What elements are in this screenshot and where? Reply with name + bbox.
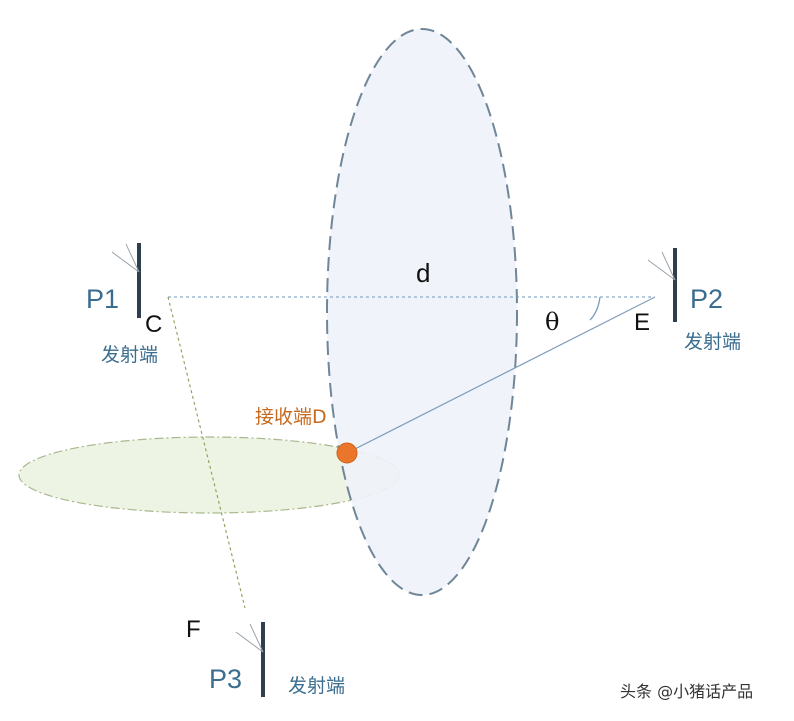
antenna-ray-p2-a: [647, 259, 676, 281]
ray-e-d: [346, 296, 656, 454]
angle-arc: [589, 296, 601, 321]
point-e-label: E: [634, 309, 650, 336]
p2-tag: 发射端: [684, 331, 741, 353]
angle-label: θ: [545, 308, 559, 336]
line-c-f: [167, 296, 246, 609]
transmitter-p1: [111, 243, 141, 318]
p1-tag: 发射端: [101, 344, 158, 366]
antenna-ray-p1-a: [111, 251, 140, 273]
vertical-ellipse: [326, 28, 518, 596]
p1-label: P1: [86, 284, 119, 314]
antenna-ray-p2-b: [661, 251, 676, 281]
p2-label: P2: [690, 284, 723, 314]
point-c-label: C: [145, 311, 162, 338]
point-f-label: F: [186, 616, 201, 643]
p3-label: P3: [209, 664, 242, 694]
transmitter-p3: [235, 622, 265, 697]
receiver-label: 接收端D: [255, 406, 327, 428]
distance-label: d: [416, 258, 430, 288]
antenna-ray-p1-b: [125, 243, 140, 273]
antenna-ray-p3-a: [235, 631, 264, 653]
watermark: 头条 @小猪话产品: [620, 682, 753, 701]
transmitter-p2: [647, 248, 677, 322]
p3-tag: 发射端: [288, 675, 345, 697]
receiver-dot: [336, 442, 358, 464]
antenna-ray-p3-b: [249, 623, 264, 653]
